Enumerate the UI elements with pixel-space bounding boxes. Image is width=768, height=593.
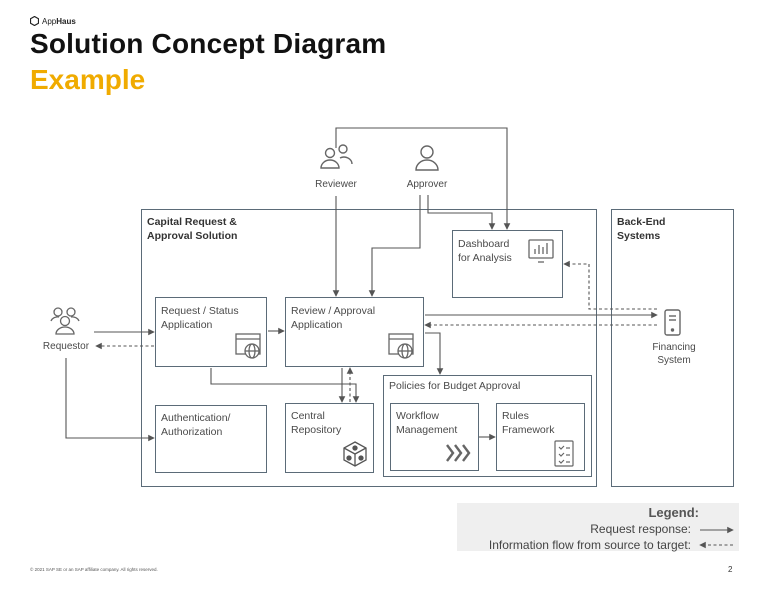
hexagon-logo-icon xyxy=(30,16,39,26)
request-status-box xyxy=(155,297,267,367)
review-approval-label: Review / Approval Application xyxy=(291,305,376,331)
requestor-to-auth-connector xyxy=(65,358,155,442)
dashboard-chart-icon xyxy=(528,239,554,263)
legend-info-flow-label: Information flow from source to target: xyxy=(488,538,691,552)
legend-samples xyxy=(699,526,734,549)
backend-group-box xyxy=(611,209,734,487)
policies-box xyxy=(383,375,592,477)
logo-brand: Haus xyxy=(56,16,76,26)
financing-system-icon xyxy=(664,309,681,336)
financing-to-dashboard-info-flow xyxy=(563,260,657,310)
workflow-box xyxy=(390,403,479,471)
legend-request-response-label: Request response: xyxy=(590,522,691,536)
workflow-chevrons-icon xyxy=(446,444,471,462)
page-number: 2 xyxy=(728,565,733,574)
request-to-repository-connector xyxy=(210,368,360,403)
auth-box xyxy=(155,405,267,473)
web-application-icon xyxy=(388,333,414,359)
repository-cube-icon xyxy=(343,441,367,467)
rules-label: Rules Framework xyxy=(502,410,555,436)
apphaus-logo: AppHaus xyxy=(30,16,76,26)
dashboard-box xyxy=(452,230,563,298)
approver-label: Approver xyxy=(406,179,448,190)
page-title: Solution Concept Diagram xyxy=(30,28,387,59)
request-status-label: Request / Status Application xyxy=(161,305,239,331)
rules-box xyxy=(496,403,585,471)
legend-box: Legend: Request response: Information fl… xyxy=(457,503,739,552)
review-approval-box xyxy=(285,297,424,367)
legend-title: Legend: xyxy=(648,505,699,520)
dashboard-label: Dashboard for Analysis xyxy=(458,238,512,264)
solution-group-box xyxy=(141,209,597,487)
workflow-label: Workflow Management xyxy=(396,410,458,436)
web-application-icon xyxy=(235,333,261,359)
reviewer-to-dashboard-connector xyxy=(335,127,511,230)
auth-label: Authentication/ Authorization xyxy=(161,412,231,438)
requestor-label: Requestor xyxy=(42,341,90,352)
policies-label: Policies for Budget Approval xyxy=(389,380,521,392)
backend-group-label: Back-End Systems xyxy=(617,216,666,242)
review-to-policies-connector xyxy=(425,332,444,375)
logo-prefix: App xyxy=(42,16,57,26)
rules-checklist-icon xyxy=(554,440,574,467)
reviewer-label: Reviewer xyxy=(315,179,357,190)
requestor-icon xyxy=(50,307,80,335)
solution-group-label: Capital Request & Approval Solution xyxy=(147,216,238,242)
reviewer-icon xyxy=(320,144,353,169)
page-subtitle: Example xyxy=(30,64,146,95)
approver-to-review-connector xyxy=(368,195,421,297)
approver-to-dashboard-connector xyxy=(427,195,496,230)
approver-icon xyxy=(415,145,439,171)
repository-box xyxy=(285,403,374,473)
financing-label: Financing System xyxy=(652,342,696,366)
copyright-footer: © 2021 SAP SE or an SAP affiliate compan… xyxy=(30,567,158,572)
repository-label: Central Repository xyxy=(291,410,342,436)
